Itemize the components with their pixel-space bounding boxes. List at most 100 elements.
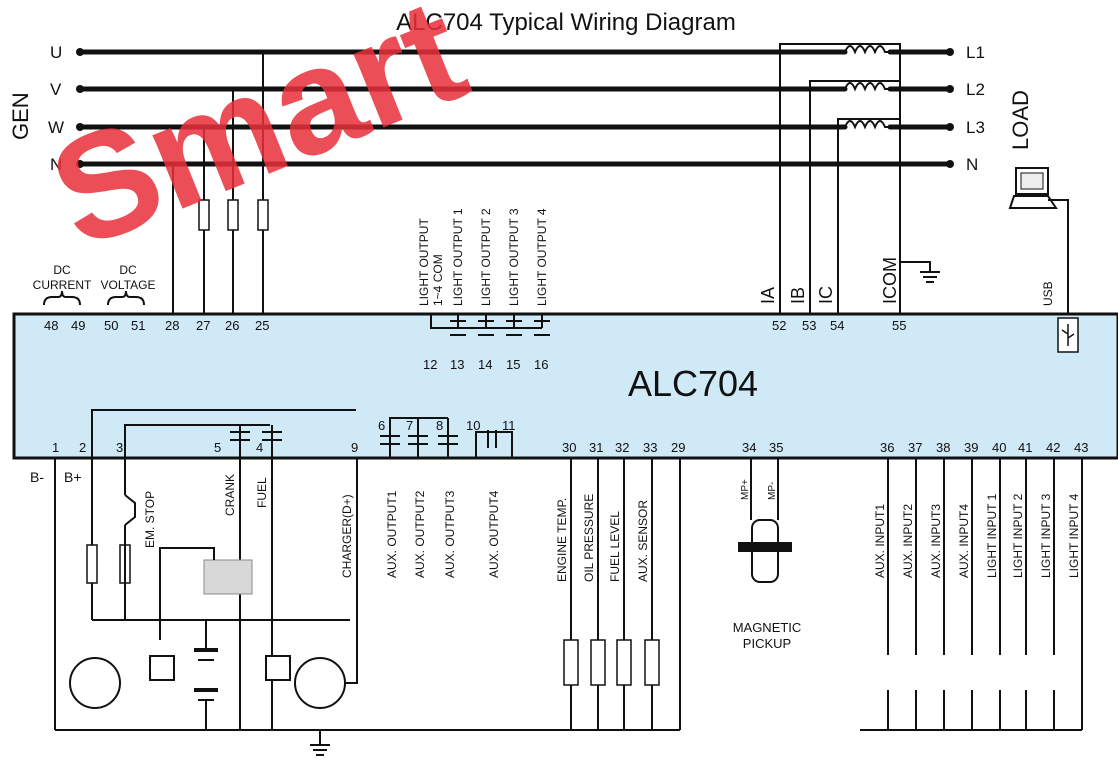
- dc-current-label-2: CURRENT: [33, 278, 92, 292]
- terminal-26: 26: [225, 318, 239, 333]
- current-transformers: [779, 43, 940, 314]
- terminal-50: 50: [104, 318, 118, 333]
- fuel-label: FUEL: [255, 477, 269, 508]
- dc-current-label-1: DC: [53, 263, 71, 277]
- terminal-52: 52: [772, 318, 786, 333]
- terminal-54: 54: [830, 318, 844, 333]
- dc-voltage-label-2: VOLTAGE: [101, 278, 156, 292]
- terminal-41: 41: [1018, 440, 1032, 455]
- bus-lines: [76, 48, 954, 168]
- terminal-9: 9: [351, 440, 358, 455]
- aux-input-1-label: AUX. INPUT1: [873, 504, 887, 578]
- aux-input-2-label: AUX. INPUT2: [901, 504, 915, 578]
- light-input-2-label: LIGHT INPUT 2: [1011, 493, 1025, 578]
- b-plus-label: B+: [64, 469, 82, 485]
- terminal-4: 4: [256, 440, 263, 455]
- engine-temp-label: ENGINE TEMP.: [555, 498, 569, 582]
- terminal-51: 51: [131, 318, 145, 333]
- light-output-2-label: LIGHT OUTPUT 2: [479, 208, 493, 306]
- load-label: LOAD: [1008, 90, 1033, 150]
- terminal-36: 36: [880, 440, 894, 455]
- usb-icon: [1057, 317, 1079, 353]
- terminal-40: 40: [992, 440, 1006, 455]
- terminal-33: 33: [643, 440, 657, 455]
- aux-output-1-label: AUX. OUTPUT1: [385, 490, 399, 578]
- load-phase-n: N: [966, 155, 978, 174]
- aux-output-3-label: AUX. OUTPUT3: [443, 490, 457, 578]
- aux-sensor-label: AUX. SENSOR: [636, 500, 650, 582]
- aux-output-4-label: AUX. OUTPUT4: [487, 490, 501, 578]
- gen-label: GEN: [8, 92, 33, 140]
- gen-phase-w: W: [48, 118, 64, 137]
- terminal-37: 37: [908, 440, 922, 455]
- light-com-label-2: 1~4 COM: [431, 254, 445, 306]
- load-phase-l1: L1: [966, 43, 985, 62]
- top-terminal-numbers: 48 49 50 51 28 27 26 25 12 13 14 15 16 5…: [44, 318, 906, 372]
- light-output-4-label: LIGHT OUTPUT 4: [535, 208, 549, 306]
- terminal-38: 38: [936, 440, 950, 455]
- load-phase-l3: L3: [966, 118, 985, 137]
- mp-plus-label: MP+: [740, 479, 751, 500]
- terminal-11: 11: [502, 418, 516, 433]
- terminal-15: 15: [506, 357, 520, 372]
- light-output-contacts: [430, 314, 550, 336]
- terminal-28: 28: [165, 318, 179, 333]
- bottom-terminal-numbers: 1 2 3 5 4 9 6 7 8 10 11 30 31 32 33 29 3…: [52, 418, 1088, 455]
- terminal-34: 34: [742, 440, 756, 455]
- load-phase-l2: L2: [966, 80, 985, 99]
- terminal-3: 3: [116, 440, 123, 455]
- terminal-16: 16: [534, 357, 548, 372]
- gen-phase-n: N: [50, 155, 62, 174]
- terminal-12: 12: [423, 357, 437, 372]
- terminal-32: 32: [615, 440, 629, 455]
- aux-input-3-label: AUX. INPUT3: [929, 504, 943, 578]
- terminal-27: 27: [196, 318, 210, 333]
- controller-label: ALC704: [628, 363, 758, 404]
- terminal-10: 10: [466, 418, 480, 433]
- terminal-42: 42: [1046, 440, 1060, 455]
- dc-voltage-label-1: DC: [119, 263, 137, 277]
- crank-label: CRANK: [223, 474, 237, 516]
- light-output-1-label: LIGHT OUTPUT 1: [451, 208, 465, 306]
- light-input-3-label: LIGHT INPUT 3: [1039, 493, 1053, 578]
- terminal-7: 7: [406, 418, 413, 433]
- input-switches: [860, 458, 1083, 731]
- mp-minus-label: MP-: [767, 482, 778, 500]
- terminal-49: 49: [71, 318, 85, 333]
- terminal-29: 29: [671, 440, 685, 455]
- gen-phase-v: V: [50, 80, 62, 99]
- terminal-30: 30: [562, 440, 576, 455]
- aux-input-4-label: AUX. INPUT4: [957, 504, 971, 578]
- b-minus-label: B-: [30, 469, 44, 485]
- terminal-35: 35: [769, 440, 783, 455]
- voltage-sense-wires: [172, 52, 269, 314]
- terminal-5: 5: [214, 440, 221, 455]
- light-com-label-1: LIGHT OUTPUT: [417, 218, 431, 306]
- ib-label: IB: [788, 287, 808, 304]
- terminal-39: 39: [964, 440, 978, 455]
- ic-label: IC: [816, 286, 836, 304]
- terminal-6: 6: [378, 418, 385, 433]
- aux-output-2-label: AUX. OUTPUT2: [413, 490, 427, 578]
- bottom-wiring: [54, 458, 1083, 756]
- terminal-43: 43: [1074, 440, 1088, 455]
- terminal-13: 13: [450, 357, 464, 372]
- terminal-25: 25: [255, 318, 269, 333]
- terminal-2: 2: [79, 440, 86, 455]
- oil-pressure-label: OIL PRESSURE: [582, 494, 596, 582]
- terminal-55: 55: [892, 318, 906, 333]
- aux-output-contacts: [91, 409, 513, 458]
- controller-panel: [12, 312, 1118, 460]
- icom-label: ICOM: [880, 257, 900, 304]
- em-stop-label: EM. STOP: [143, 491, 157, 548]
- terminal-1: 1: [52, 440, 59, 455]
- diagram-title: ALC704 Typical Wiring Diagram: [396, 9, 736, 36]
- magnetic-pickup-label-1: MAGNETIC: [733, 620, 802, 635]
- light-output-3-label: LIGHT OUTPUT 3: [507, 208, 521, 306]
- terminal-48: 48: [44, 318, 58, 333]
- usb-label: USB: [1041, 281, 1055, 306]
- light-input-1-label: LIGHT INPUT 1: [985, 493, 999, 578]
- magnetic-pickup-label-2: PICKUP: [743, 636, 791, 651]
- fuel-level-label: FUEL LEVEL: [608, 511, 622, 582]
